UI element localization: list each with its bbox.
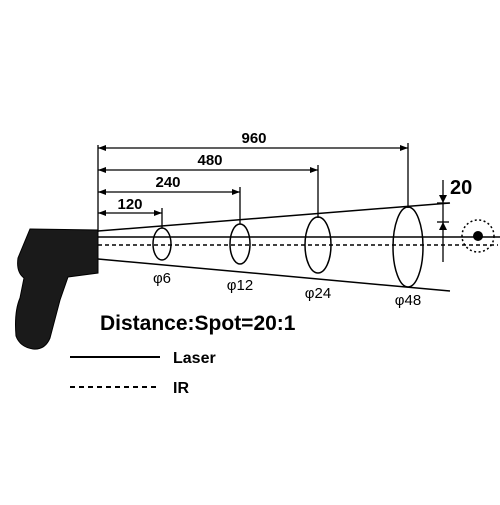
dimension-label-240: 240 xyxy=(155,174,180,191)
spot-ellipse-4 xyxy=(392,206,424,288)
infrared-thermometer-gun-icon xyxy=(15,228,99,350)
spot-ellipse-1 xyxy=(152,227,172,261)
target-size-label: 20 xyxy=(450,177,472,199)
spot-label-2: φ12 xyxy=(227,277,253,294)
spot-ellipse-3 xyxy=(304,216,332,274)
spot-label-4: φ48 xyxy=(395,292,421,309)
target-size-arrowheads xyxy=(439,195,447,230)
beam-lower-edge xyxy=(97,258,451,292)
spot-ellipse-2 xyxy=(229,223,251,265)
distance-spot-ratio-title: Distance:Spot=20:1 xyxy=(100,312,296,335)
spot-ellipses xyxy=(152,206,424,288)
legend-ir-label: IR xyxy=(173,380,189,397)
dimension-lines xyxy=(97,143,409,232)
dimension-label-960: 960 xyxy=(241,130,266,147)
spot-label-1: φ6 xyxy=(153,270,171,287)
beam-upper-edge xyxy=(97,202,451,232)
dimension-arrowheads xyxy=(98,145,408,216)
dimension-label-120: 120 xyxy=(117,196,142,213)
target-size-marker xyxy=(437,180,449,262)
spot-label-3: φ24 xyxy=(305,285,331,302)
legend-laser-label: Laser xyxy=(173,350,216,367)
dimension-label-480: 480 xyxy=(197,152,222,169)
legend: Laser IR xyxy=(70,350,216,397)
target-icon xyxy=(461,219,495,253)
